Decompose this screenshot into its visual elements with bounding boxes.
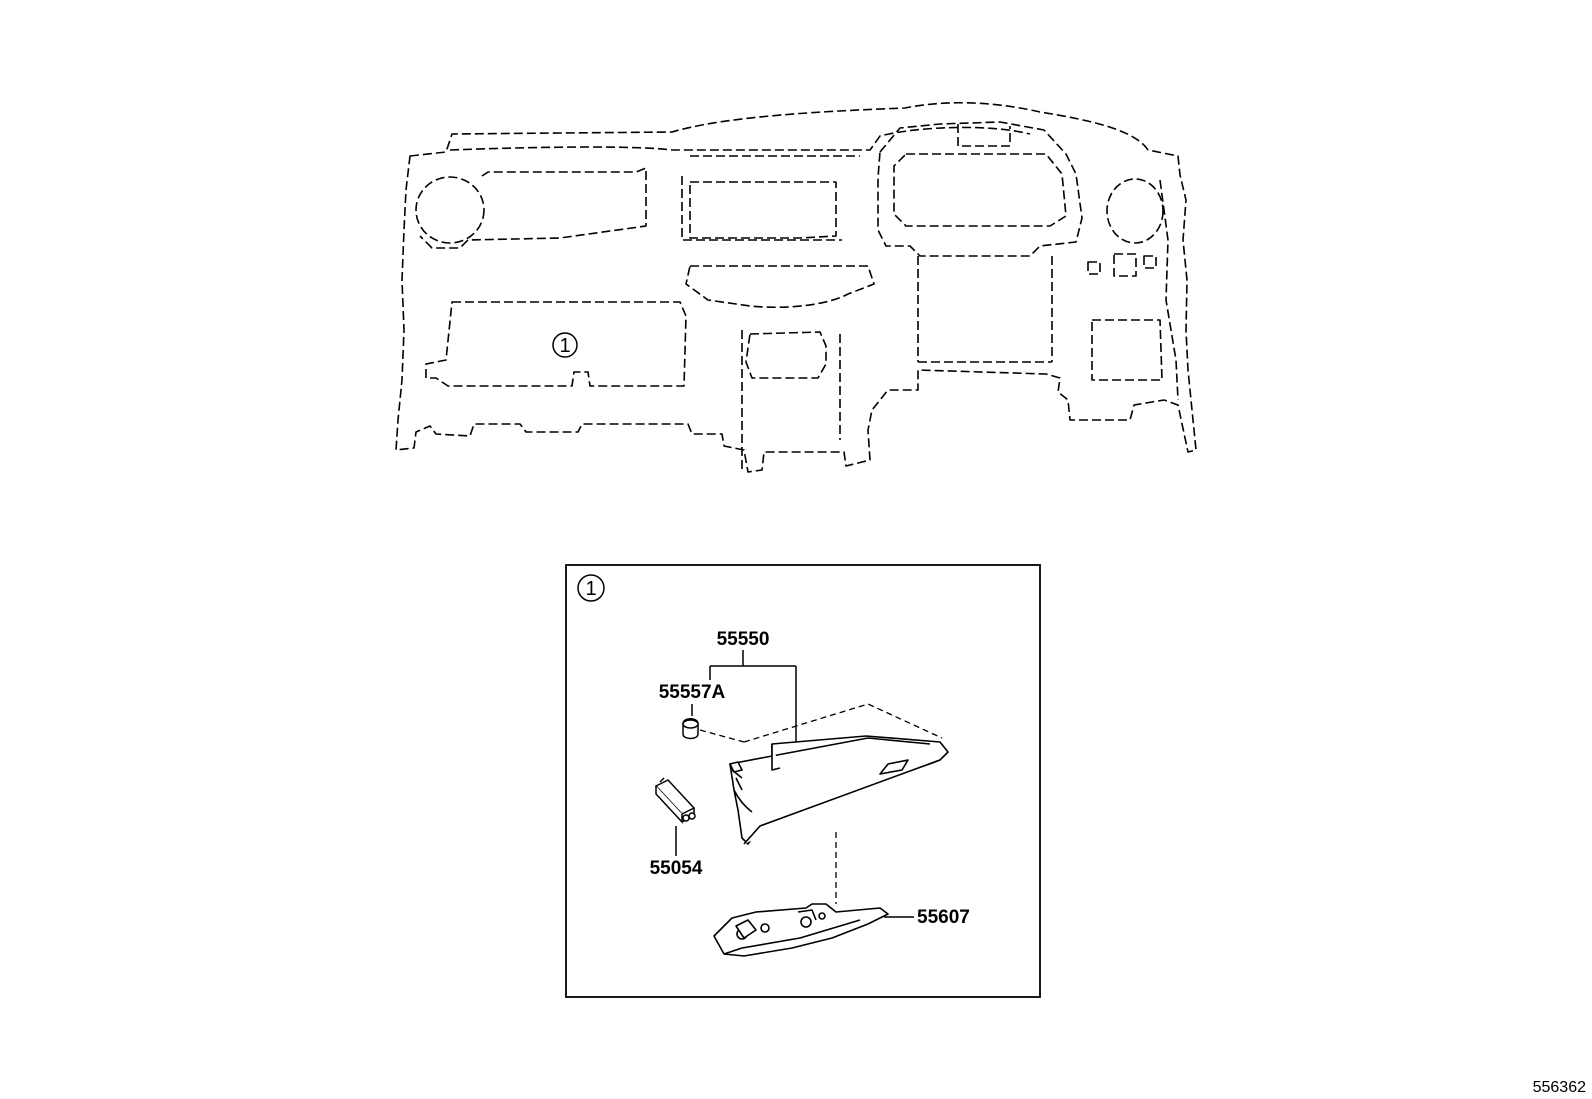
part-label-55557a: 55557A bbox=[659, 682, 726, 703]
dashboard-outline bbox=[395, 102, 1197, 473]
part-label-55054: 55054 bbox=[650, 858, 703, 879]
glove-box-lock-part bbox=[654, 777, 696, 824]
detail-callout: 1 bbox=[577, 574, 605, 602]
assembly-dashed-lines bbox=[699, 703, 943, 904]
part-label-55607: 55607 bbox=[917, 907, 970, 928]
leader-lines bbox=[675, 650, 914, 918]
detail-callout-number: 1 bbox=[585, 578, 596, 600]
dashboard-callout: 1 bbox=[552, 332, 578, 358]
detail-frame bbox=[565, 564, 1041, 998]
glove-box-stopper-part bbox=[682, 718, 699, 740]
part-label-55550: 55550 bbox=[717, 629, 770, 650]
illustration-number: 556362 bbox=[1533, 1079, 1586, 1096]
dashboard-callout-number: 1 bbox=[559, 335, 570, 357]
glove-box-lower-panel-part bbox=[713, 903, 889, 957]
glove-box-assembly-part bbox=[729, 735, 949, 845]
